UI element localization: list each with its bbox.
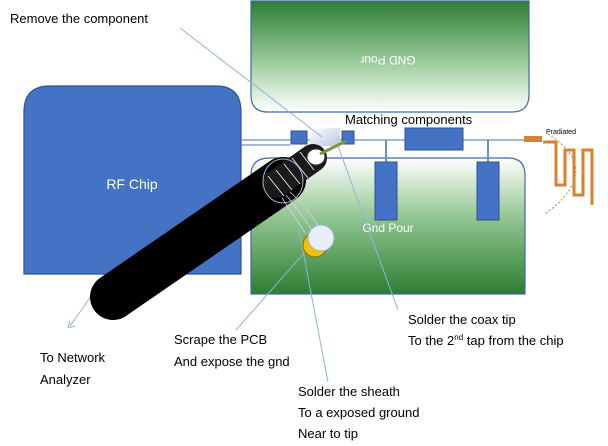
feed-line (524, 136, 542, 142)
rf-chip-label: RF Chip (106, 176, 158, 192)
removed-component-area (310, 128, 340, 146)
arrow-down-left-icon (67, 320, 76, 329)
sheath-label-3: Near to tip (298, 426, 358, 441)
gnd-pour-bottom-label: Gnd Pour (362, 221, 413, 235)
cable-end-ring (262, 158, 304, 204)
leader-remove (179, 27, 323, 138)
coax-tip-label-2-post: tap from the chip (463, 333, 563, 348)
leader-coax-tip (337, 145, 399, 311)
gnd-pour-bottom: Gnd Pour (250, 157, 526, 295)
leader-network (69, 294, 93, 327)
coax-tip-label-1: Solder the coax tip (408, 312, 516, 327)
network-analyzer-label-1: To Network (40, 350, 106, 365)
network-analyzer-label-2: Analyzer (40, 372, 91, 387)
scraped-area (307, 224, 335, 252)
rf-trace (241, 139, 540, 146)
cable-jacket (90, 157, 306, 320)
coax-cable (90, 139, 347, 320)
exposed-ground (302, 224, 335, 258)
cable-shield (262, 144, 327, 198)
scrape-label-2: And expose the gnd (174, 354, 290, 369)
matching-components-label: Matching components (345, 112, 473, 127)
shunt-pad-2 (476, 161, 500, 221)
coax-tip-label-2-pre: To the 2 (408, 333, 454, 348)
leader-sheath (297, 224, 329, 383)
remove-component-label: Remove the component (10, 11, 148, 26)
sheath-label-1: Solder the sheath (298, 384, 400, 399)
shunt-pad-1 (374, 161, 398, 221)
sheath-wires (281, 191, 319, 235)
matching-components (290, 127, 464, 151)
scrape-label-1: Scrape the PCB (174, 332, 267, 347)
sheath-label-2: To a exposed ground (298, 405, 419, 420)
leader-lines (69, 27, 399, 383)
cable-center-conductor (319, 139, 347, 156)
cable-braid (267, 151, 315, 197)
coax-tip-label-2: To the 2nd tap from the chip (408, 333, 564, 348)
meander-antenna-icon: Pradiated (543, 129, 594, 215)
gnd-pour-top: GND Pour (250, 0, 530, 113)
gnd-pour-top-label: GND Pour (360, 53, 415, 67)
series-component-large (404, 127, 464, 151)
coax-tip-label-2-sup: nd (454, 333, 463, 342)
shunt-stubs (374, 140, 500, 221)
radiated-label: Pradiated (546, 129, 576, 136)
series-component-left (290, 130, 308, 145)
leader-scrape (235, 243, 313, 331)
